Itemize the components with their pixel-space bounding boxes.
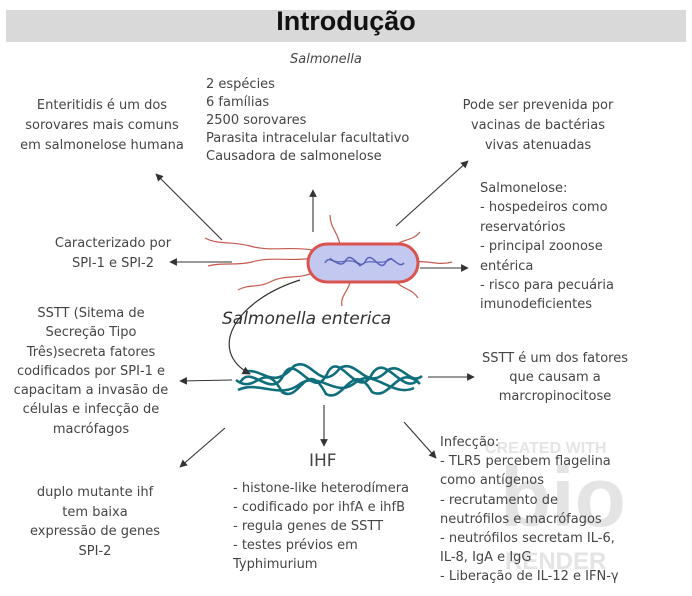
spi-block: Caracterizado por SPI-1 e SPI-2 xyxy=(46,234,180,274)
infection-block: Infecção: - TLR5 percebem flagelina como… xyxy=(440,433,619,587)
sstt-line: capacitam a invasão de xyxy=(13,383,169,399)
infection-line: - Liberação de IL-12 e IFN-γ xyxy=(440,569,619,585)
salmonelose-line: Salmonelose: xyxy=(480,181,568,196)
fact-line: 6 famílias xyxy=(206,95,270,110)
arrow-vaccine xyxy=(395,160,469,227)
sstt-factor-line: que causam a xyxy=(509,370,601,385)
arrow-mutant xyxy=(179,427,226,468)
salmonelose-line: - hospedeiros como xyxy=(480,200,608,216)
enteritidis-line: sorovares mais comuns xyxy=(25,118,179,133)
mutant-line: duplo mutante ihf xyxy=(36,485,154,500)
salmonelose-line: - risco para pecuária xyxy=(480,278,614,294)
mutant-block: duplo mutante ihf tem baixa expressão de… xyxy=(20,483,170,561)
curved-arrow xyxy=(228,279,301,375)
flagella xyxy=(204,214,453,307)
ihf-title: IHF xyxy=(309,451,337,471)
enteritidis-block: Enteritidis é um dos sorovares mais comu… xyxy=(10,96,194,156)
facts-block: 2 espécies 6 famílias 2500 sorovares Par… xyxy=(206,76,409,166)
spi-line: SPI-1 e SPI-2 xyxy=(71,256,155,271)
sstt-line: Secreção Tipo xyxy=(45,325,137,341)
arrow-sstt xyxy=(179,377,233,385)
watermark-logo: bio xyxy=(500,450,626,544)
enteritidis-line: Enteritidis é um dos xyxy=(36,98,168,113)
watermark-line1: CREATED WITH xyxy=(485,440,607,457)
salmonelose-line: - principal zoonose xyxy=(480,239,603,255)
arrow-enteritidis xyxy=(155,173,223,241)
sstt-block: SSTT (Sitema de Secreção Tipo Três)secre… xyxy=(4,304,178,439)
mutant-line: SPI-2 xyxy=(78,543,112,559)
fact-line: 2500 sorovares xyxy=(206,113,307,128)
spi-line: Caracterizado por xyxy=(54,236,172,251)
title-bar xyxy=(6,10,686,42)
ihf-line: - regula genes de SSTT xyxy=(233,519,384,534)
ihf-line: - testes prévios em xyxy=(233,538,358,553)
sstt-factor-block: SSTT é um dos fatores que causam a marcr… xyxy=(470,349,640,406)
mutant-line: tem baixa xyxy=(62,504,128,520)
vaccine-block: Pode ser prevenida por vacinas de bactér… xyxy=(448,96,628,156)
ihf-block: - histone-like heterodímera - codificado… xyxy=(233,479,409,574)
species-label: Salmonella enterica xyxy=(222,309,392,329)
vaccine-line: vacinas de bactérias xyxy=(470,118,606,133)
vaccine-line: Pode ser prevenida por xyxy=(462,98,614,113)
watermark-line2: RENDER xyxy=(505,548,607,575)
sstt-line: Três)secreta fatores xyxy=(26,344,156,360)
fact-line: Parasita intracelular facultativo xyxy=(206,131,410,146)
vaccine-line: vivas atenuadas xyxy=(484,138,592,153)
infection-line: neutrófilos e macrófagos xyxy=(440,511,602,527)
sstt-factor-line: SSTT é um dos fatores xyxy=(482,351,628,366)
sstt-line: células e infecção de xyxy=(22,402,160,418)
dna-tangle xyxy=(235,363,423,397)
top-label: Salmonella xyxy=(290,52,362,67)
mutant-line: expressão de genes xyxy=(29,524,160,539)
ihf-line: - codificado por ihfA e ihfB xyxy=(233,500,406,515)
sstt-factor-line: marcropinocitose xyxy=(498,389,612,404)
infection-line: - recrutamento de xyxy=(440,492,559,508)
infection-line: Infecção: xyxy=(440,435,500,450)
sstt-line: macrófagos xyxy=(52,421,130,437)
salmonelose-line: entérica xyxy=(480,258,534,274)
fact-line: 2 espécies xyxy=(206,77,275,92)
sstt-line: SSTT (Sitema de xyxy=(37,306,145,321)
salmonelose-line: imunodeficientes xyxy=(480,297,593,313)
enteritidis-line: em salmonelose humana xyxy=(20,138,184,153)
fact-line: Causadora de salmonelose xyxy=(206,149,382,164)
arrow-infection xyxy=(403,421,437,459)
infection-line: como antígenos xyxy=(440,473,544,489)
page-title: Introdução xyxy=(276,6,416,36)
sstt-line: codificados por SPI-1 e xyxy=(16,363,166,379)
infection-line: - TLR5 percebem flagelina xyxy=(440,454,611,470)
salmonelose-block: Salmonelose: - hospedeiros como reservat… xyxy=(480,179,614,315)
ihf-line: - histone-like heterodímera xyxy=(233,481,410,496)
infection-line: IL-8, IgA e IgG xyxy=(440,550,532,566)
ihf-line: Typhimurium xyxy=(233,557,318,572)
infection-line: - neutrófilos secretam IL-6, xyxy=(440,531,615,547)
salmonelose-line: reservatórios xyxy=(480,219,566,235)
